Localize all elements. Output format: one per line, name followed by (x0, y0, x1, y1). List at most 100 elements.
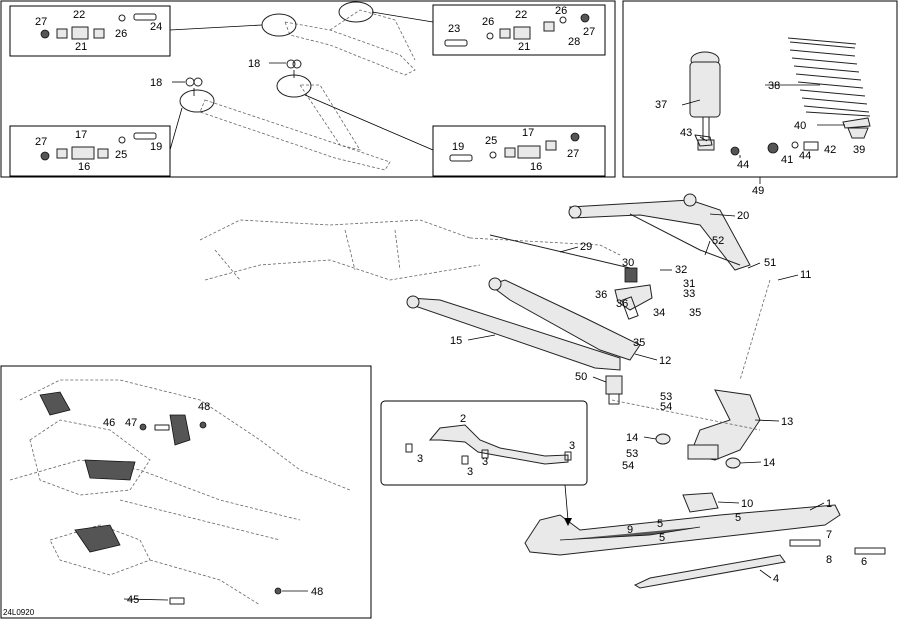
callout-14: 14 (763, 457, 775, 469)
callout-19: 19 (452, 141, 464, 153)
callout-54: 54 (660, 401, 672, 413)
callout-13: 13 (781, 416, 793, 428)
callout-5: 5 (735, 512, 741, 524)
upper-a-arm (568, 193, 751, 271)
callout-4: 4 (773, 573, 779, 585)
callout-22: 22 (515, 9, 527, 21)
shock-spring (787, 37, 871, 117)
bushing-callout-circle (276, 74, 312, 98)
callout-39: 39 (853, 144, 865, 156)
callout-16: 16 (530, 161, 542, 173)
callout-27: 27 (35, 16, 47, 28)
inset-box-upper-left (9, 5, 171, 57)
callout-27: 27 (567, 148, 579, 160)
top-left-panel (0, 0, 616, 178)
callout-45: 45 (127, 594, 139, 606)
callout-26: 26 (555, 5, 567, 17)
callout-43: 43 (680, 127, 692, 139)
callout-36: 36 (595, 289, 607, 301)
steering-axis-line (611, 279, 771, 431)
callout-44: 44 (737, 159, 749, 171)
callout-31: 31 (683, 278, 695, 290)
callout-29: 29 (580, 241, 592, 253)
callout-53: 53 (660, 391, 672, 403)
callout-2: 2 (460, 413, 466, 425)
callout-27: 27 (35, 136, 47, 148)
steering-arm (405, 424, 572, 465)
ski (524, 504, 841, 556)
callout-7: 7 (826, 529, 832, 541)
callout-6: 6 (861, 556, 867, 568)
chassis-detail (39, 391, 191, 553)
callout-18: 18 (248, 58, 260, 70)
callout-35: 35 (689, 307, 701, 319)
callout-46: 46 (103, 417, 115, 429)
callout-20: 20 (737, 210, 749, 222)
leader-lines (123, 213, 825, 601)
bushing-hardware-set (449, 132, 580, 162)
callout-25: 25 (485, 135, 497, 147)
bushing-callout-circle (261, 13, 297, 37)
chassis-ghost (9, 379, 351, 606)
callout-15: 15 (450, 335, 462, 347)
upper-a-arm-ghost (284, 9, 416, 76)
callout-12: 12 (659, 355, 671, 367)
diagram-code: 24L0920 (3, 608, 35, 617)
bushing-callout-circle (179, 89, 215, 113)
ski-bolt (854, 547, 886, 555)
callout-16: 16 (78, 161, 90, 173)
bushing-hardware-set (444, 13, 590, 47)
bushing-hardware-set (40, 13, 157, 40)
callout-32: 32 (675, 264, 687, 276)
callout-49: 49 (752, 185, 764, 197)
ski-stopper (682, 492, 719, 513)
callout-42: 42 (824, 144, 836, 156)
callout-34: 34 (653, 307, 665, 319)
callout-3: 3 (417, 453, 423, 465)
callout-10: 10 (741, 498, 753, 510)
callout-44: 44 (799, 150, 811, 162)
callout-54: 54 (622, 460, 634, 472)
callout-26: 26 (482, 16, 494, 28)
frame-ghost-upper (199, 219, 621, 281)
callout-33: 33 (683, 288, 695, 300)
callout-3: 3 (569, 440, 575, 452)
lower-a-arm (406, 277, 641, 371)
callout-18: 18 (150, 77, 162, 89)
callout-47: 47 (125, 417, 137, 429)
callout-22: 22 (73, 9, 85, 21)
steering-arm-inset (380, 400, 588, 486)
callout-3: 3 (482, 456, 488, 468)
shock-absorber (689, 51, 721, 151)
callout-30: 30 (622, 257, 634, 269)
callout-37: 37 (655, 99, 667, 111)
callout-14: 14 (626, 432, 638, 444)
mounting-bolts (139, 421, 282, 605)
callout-5: 5 (657, 518, 663, 530)
callout-17: 17 (75, 129, 87, 141)
ski-bolt (789, 539, 821, 547)
callout-25: 25 (115, 149, 127, 161)
callout-38: 38 (768, 80, 780, 92)
callout-26: 26 (115, 28, 127, 40)
callout-21: 21 (518, 41, 530, 53)
callout-50: 50 (575, 371, 587, 383)
inset-box-lower-right (432, 125, 606, 177)
ball-joint (605, 375, 623, 405)
callout-41: 41 (781, 154, 793, 166)
callout-36: 36 (616, 298, 628, 310)
callout-3: 3 (467, 466, 473, 478)
callout-9: 9 (627, 524, 633, 536)
callout-1: 1 (826, 498, 832, 510)
spindle-bushings (655, 433, 741, 469)
tie-rod (489, 234, 631, 269)
inset-pointer-arrow (564, 484, 569, 521)
callout-27: 27 (583, 26, 595, 38)
spring-retainer-hardware (694, 117, 871, 156)
lower-a-arm-ghost (199, 84, 391, 171)
callout-21: 21 (75, 41, 87, 53)
callout-51: 51 (764, 257, 776, 269)
callout-40: 40 (794, 120, 806, 132)
callout-5: 5 (659, 532, 665, 544)
